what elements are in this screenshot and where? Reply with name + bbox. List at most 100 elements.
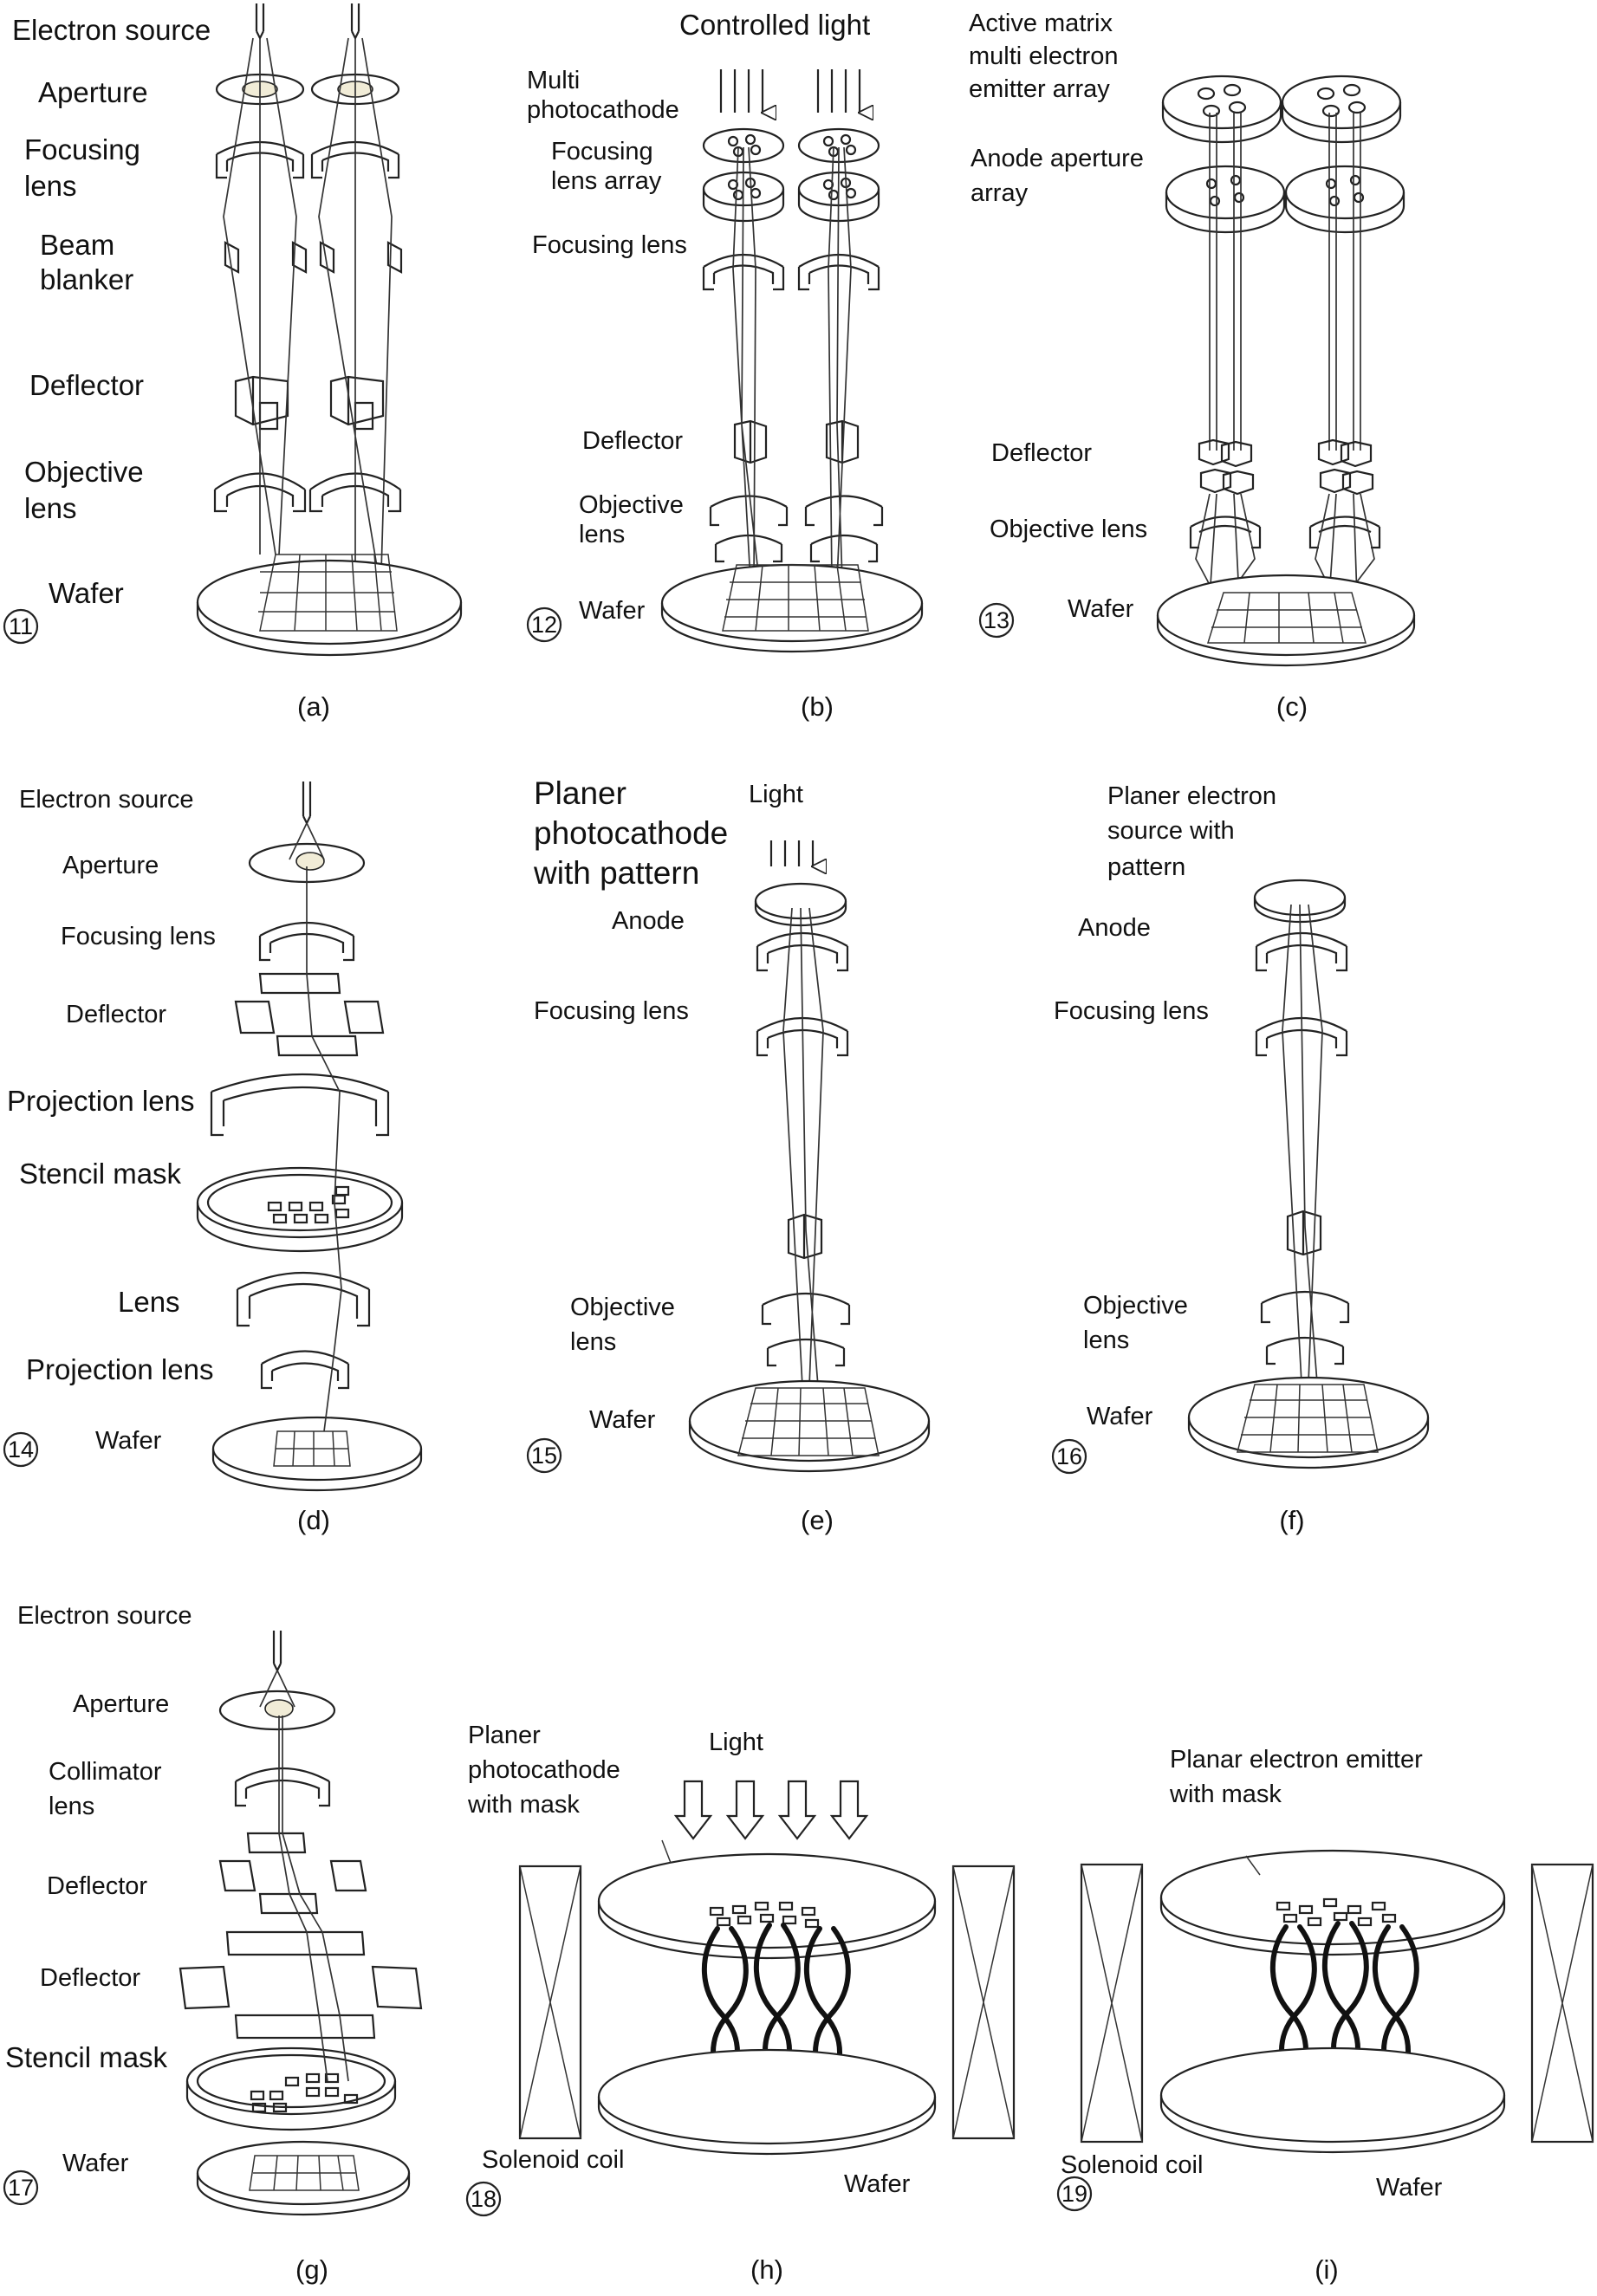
label-objective-lens: lens: [570, 1328, 616, 1356]
label-photocathode: photocathode: [468, 1756, 620, 1784]
label-wafer: Wafer: [1376, 2174, 1443, 2202]
label-active-matrix: Active matrix: [969, 10, 1113, 37]
label-objective: Objective: [1083, 1292, 1188, 1320]
caption-a: (a): [297, 691, 330, 722]
panel-number-14: 14: [3, 1431, 39, 1468]
label-focusing-lens: Focusing lens: [61, 923, 216, 950]
label-focusing: Focusing: [551, 138, 653, 165]
caption-g: (g): [295, 2254, 328, 2285]
label-solenoid-coil: Solenoid coil: [1061, 2151, 1203, 2179]
label-aperture: Aperture: [73, 1690, 169, 1718]
label-wafer: Wafer: [49, 577, 124, 609]
electron-beam: [318, 37, 393, 573]
label-wafer: Wafer: [95, 1427, 162, 1455]
label-light: Light: [709, 1728, 763, 1756]
label-photocathode: photocathode: [534, 815, 728, 851]
column-a-left: [213, 3, 308, 555]
label-anode: Anode: [612, 907, 685, 935]
label-wafer: Wafer: [62, 2150, 129, 2177]
label-collimator: Collimator: [49, 1758, 162, 1786]
label-anode-aperture: Anode aperture: [971, 145, 1144, 172]
label-deflector: Deflector: [991, 439, 1092, 467]
column-c-left: [1161, 75, 1286, 599]
panel-e: Planer photocathode with pattern Light A…: [526, 775, 931, 1535]
wafer-c: [1156, 574, 1416, 667]
panel-number-18: 18: [465, 2181, 502, 2217]
column-d: [196, 782, 423, 1492]
svg-text:15: 15: [531, 1443, 557, 1469]
light-arrows-h: [673, 1780, 869, 1840]
label-planer-electron: Planer electron: [1107, 782, 1276, 810]
label-objective: Objective: [570, 1294, 675, 1321]
label-focusing-lens: Focusing lens: [532, 231, 687, 259]
caption-h: (h): [750, 2254, 783, 2285]
solenoid-coil-h-right: [951, 1865, 1016, 2140]
caption-c: (c): [1276, 691, 1308, 722]
label-array: array: [971, 179, 1029, 207]
label-objective-lens: lens: [579, 521, 625, 548]
wafer-h: [597, 2048, 937, 2156]
column-b-right: [797, 127, 884, 581]
panel-number-15: 15: [526, 1437, 562, 1474]
emitter-i: [1159, 1849, 1506, 1956]
label-planer: Planer: [468, 1722, 541, 1749]
label-wafer: Wafer: [1068, 595, 1134, 623]
label-focusing: Focusing: [24, 133, 140, 165]
panel-c: Active matrix multi electron emitter arr…: [969, 10, 1416, 722]
column-f: [1253, 879, 1350, 1384]
emitter-tip: [255, 3, 265, 41]
deflector: [329, 375, 385, 431]
label-beam: Beam: [40, 229, 114, 261]
panel-g: Electron source Aperture Collimator lens…: [3, 1602, 423, 2285]
panel-a: Electron source Aperture Focusing lens B…: [3, 3, 463, 722]
deflector: [234, 375, 289, 431]
caption-i: (i): [1315, 2254, 1339, 2285]
label-multi: Multi: [527, 67, 580, 94]
label-focusing-lens: Focusing lens: [1054, 997, 1209, 1025]
label-objective-lens: lens: [24, 492, 77, 524]
column-e: [754, 882, 851, 1387]
label-electron-source: Electron source: [17, 1602, 192, 1630]
label-solenoid-coil: Solenoid coil: [482, 2146, 624, 2174]
light-arrows-b: [719, 69, 860, 113]
label-light: Light: [749, 781, 803, 808]
label-multi-electron: multi electron: [969, 42, 1118, 70]
svg-text:17: 17: [8, 2175, 34, 2201]
wafer-i: [1159, 2046, 1506, 2154]
label-objective: Objective: [579, 491, 684, 519]
label-lens-array: lens array: [551, 167, 662, 195]
label-objective-lens: lens: [1083, 1326, 1129, 1354]
column-a-right: [308, 3, 403, 573]
wafer-b: [660, 563, 924, 653]
label-planar-electron-emitter: Planar electron emitter: [1170, 1746, 1423, 1774]
solenoid-coil-h-left: [518, 1865, 582, 2140]
label-with-mask: with mask: [467, 1791, 580, 1819]
label-deflector: Deflector: [66, 1001, 166, 1028]
panel-f: Planer electron source with pattern Anod…: [1051, 782, 1430, 1535]
svg-text:13: 13: [984, 607, 1009, 633]
emitter-tip: [350, 3, 360, 41]
label-anode: Anode: [1078, 914, 1151, 942]
label-focusing-lens: Focusing lens: [534, 997, 689, 1025]
label-focusing-lens: lens: [24, 170, 77, 202]
label-deflector: Deflector: [582, 427, 683, 455]
label-collimator-lens: lens: [49, 1793, 94, 1820]
label-aperture: Aperture: [38, 76, 148, 108]
panel-d: Electron source Aperture Focusing lens D…: [3, 782, 423, 1535]
svg-text:19: 19: [1061, 2181, 1087, 2207]
light-arrows-e: [769, 840, 813, 866]
panel-h: Planer photocathode with mask Light Sole…: [465, 1722, 1016, 2285]
panel-number-17: 17: [3, 2170, 39, 2206]
panel-b: Controlled light Multi photocathode Focu…: [526, 9, 924, 722]
label-projection-lens: Projection lens: [7, 1085, 194, 1117]
svg-text:12: 12: [531, 612, 557, 638]
label-pattern: pattern: [1107, 853, 1185, 881]
label-deflector-2: Deflector: [40, 1964, 140, 1992]
beam-blanker: [319, 241, 403, 274]
label-photocathode: photocathode: [527, 96, 679, 124]
label-source-with: source with: [1107, 817, 1235, 845]
label-controlled-light: Controlled light: [679, 9, 870, 41]
label-wafer: Wafer: [1087, 1403, 1153, 1430]
label-wafer: Wafer: [589, 1406, 656, 1434]
label-stencil-mask: Stencil mask: [5, 2041, 168, 2073]
